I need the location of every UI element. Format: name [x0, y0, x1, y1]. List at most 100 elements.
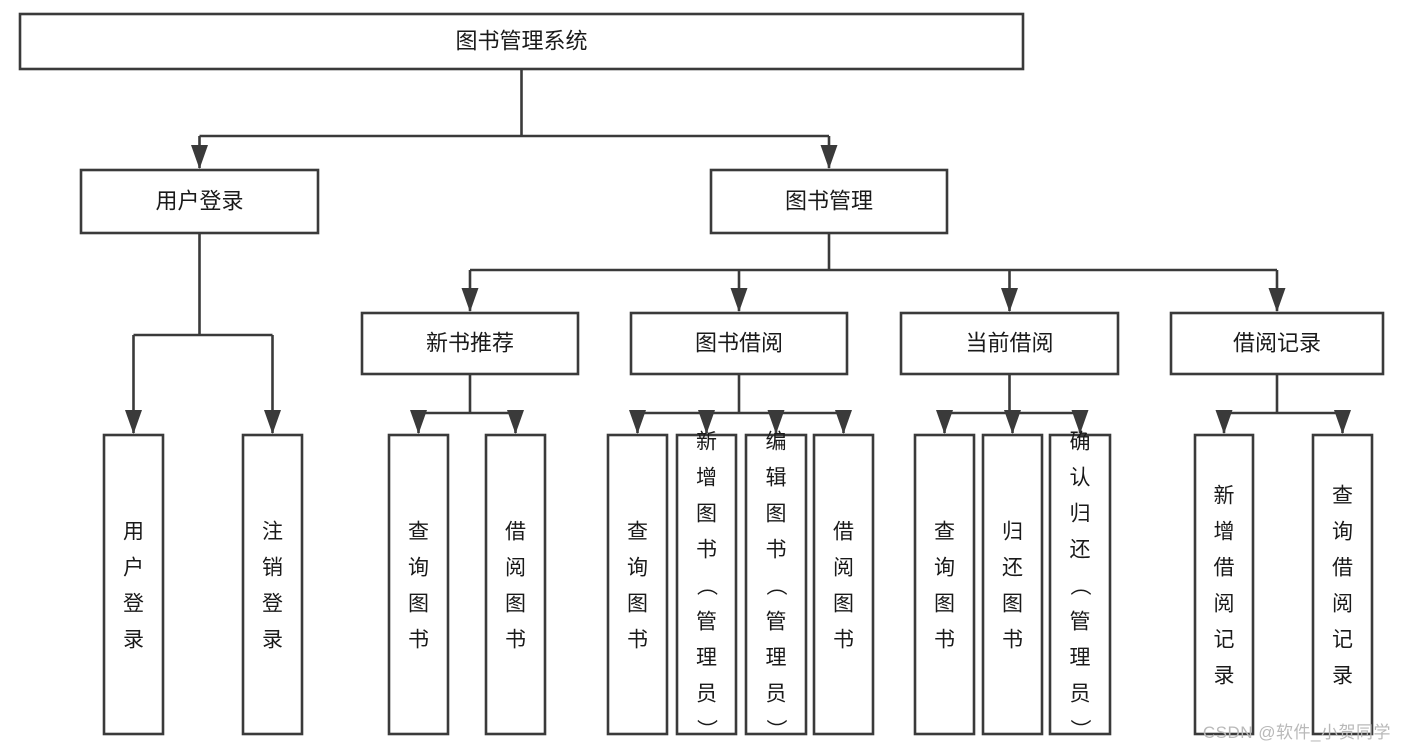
- arrowhead-to-leaf-confirm-return: [1071, 410, 1089, 434]
- arrowhead-to-leaf-return-book: [1004, 410, 1021, 434]
- svg-text:用: 用: [123, 520, 144, 543]
- svg-text:图: 图: [696, 502, 717, 525]
- node-book-borrow[interactable]: 图书借阅: [629, 311, 849, 376]
- arrowhead-to-leaf-add-record: [1215, 410, 1233, 434]
- svg-text:书: 书: [766, 538, 787, 561]
- svg-text:书: 书: [833, 628, 854, 651]
- svg-text:增: 增: [1214, 520, 1235, 543]
- arrowhead-to-borrow-record: [1268, 288, 1286, 312]
- svg-text:（: （: [695, 575, 718, 596]
- svg-text:记: 记: [1214, 628, 1235, 651]
- svg-text:图: 图: [1002, 592, 1023, 615]
- node-book-manage[interactable]: 图书管理: [709, 168, 949, 235]
- svg-text:阅: 阅: [505, 556, 526, 579]
- node-leaf-return-book-box: [981, 433, 1044, 736]
- svg-text:图: 图: [627, 592, 648, 615]
- svg-text:新: 新: [696, 430, 717, 453]
- node-current-borrow[interactable]: 当前借阅: [899, 311, 1120, 376]
- svg-text:借: 借: [505, 520, 526, 543]
- node-leaf-logout-box: [241, 433, 304, 736]
- svg-text:登: 登: [262, 592, 283, 615]
- arrowhead-to-leaf-query-book-cur: [936, 410, 953, 434]
- node-leaf-add-book-box: [675, 433, 738, 736]
- svg-text:图: 图: [408, 592, 429, 615]
- arrowhead-to-leaf-query-book-rec: [410, 410, 427, 434]
- svg-text:归: 归: [1002, 520, 1023, 543]
- svg-text:管: 管: [696, 610, 717, 633]
- node-book-manage-label: 图书管理: [785, 188, 873, 213]
- svg-text:询: 询: [408, 556, 429, 579]
- node-leaf-add-record-box: [1193, 433, 1255, 736]
- arrowhead-to-new-book-rec: [461, 288, 479, 312]
- svg-text:登: 登: [123, 592, 144, 615]
- node-root-label: 图书管理系统: [455, 28, 587, 53]
- node-new-book-rec[interactable]: 新书推荐: [360, 311, 580, 376]
- svg-text:认: 认: [1070, 466, 1091, 489]
- arrowhead-to-leaf-add-book: [698, 410, 715, 434]
- node-book-borrow-box: [629, 311, 849, 376]
- svg-text:还: 还: [1002, 556, 1023, 579]
- svg-text:阅: 阅: [1332, 592, 1353, 615]
- arrowhead-to-book-borrow: [730, 288, 748, 312]
- node-book-borrow-label: 图书借阅: [695, 330, 783, 355]
- connectors-group: [125, 69, 1351, 434]
- node-root-box: [18, 12, 1025, 71]
- svg-text:归: 归: [1070, 502, 1091, 525]
- node-leaf-query-book-cur-box: [913, 433, 976, 736]
- node-current-borrow-box: [899, 311, 1120, 376]
- svg-text:阅: 阅: [833, 556, 854, 579]
- svg-text:书: 书: [696, 538, 717, 561]
- svg-text:管: 管: [766, 610, 787, 633]
- node-leaf-query-record-box: [1311, 433, 1374, 736]
- node-new-book-rec-box: [360, 311, 580, 376]
- svg-text:辑: 辑: [766, 466, 787, 489]
- svg-text:图: 图: [934, 592, 955, 615]
- svg-text:查: 查: [1332, 484, 1353, 507]
- node-root[interactable]: 图书管理系统: [18, 12, 1025, 71]
- svg-text:销: 销: [262, 556, 283, 579]
- node-user-login[interactable]: 用户登录: [79, 168, 320, 235]
- svg-text:询: 询: [934, 556, 955, 579]
- svg-text:询: 询: [627, 556, 648, 579]
- svg-text:新: 新: [1214, 484, 1235, 507]
- node-leaf-confirm-return-box: [1048, 433, 1112, 736]
- svg-text:借: 借: [1332, 556, 1353, 579]
- svg-text:书: 书: [627, 628, 648, 651]
- node-borrow-record-box: [1169, 311, 1385, 376]
- node-borrow-record[interactable]: 借阅记录: [1169, 311, 1385, 376]
- svg-text:还: 还: [1070, 538, 1091, 561]
- svg-text:查: 查: [408, 520, 429, 543]
- svg-text:记: 记: [1332, 628, 1353, 651]
- svg-text:图: 图: [766, 502, 787, 525]
- svg-text:员: 员: [766, 682, 787, 705]
- svg-text:录: 录: [1214, 664, 1235, 687]
- node-leaf-edit-book-box: [744, 433, 808, 736]
- arrowhead-to-leaf-logout: [264, 410, 281, 434]
- svg-text:查: 查: [934, 520, 955, 543]
- node-leaf-query-book-borrow-box: [606, 433, 669, 736]
- node-leaf-user-login[interactable]: 用户登录: [102, 433, 165, 736]
- svg-text:借: 借: [833, 520, 854, 543]
- svg-text:阅: 阅: [1214, 592, 1235, 615]
- svg-text:理: 理: [1070, 646, 1091, 669]
